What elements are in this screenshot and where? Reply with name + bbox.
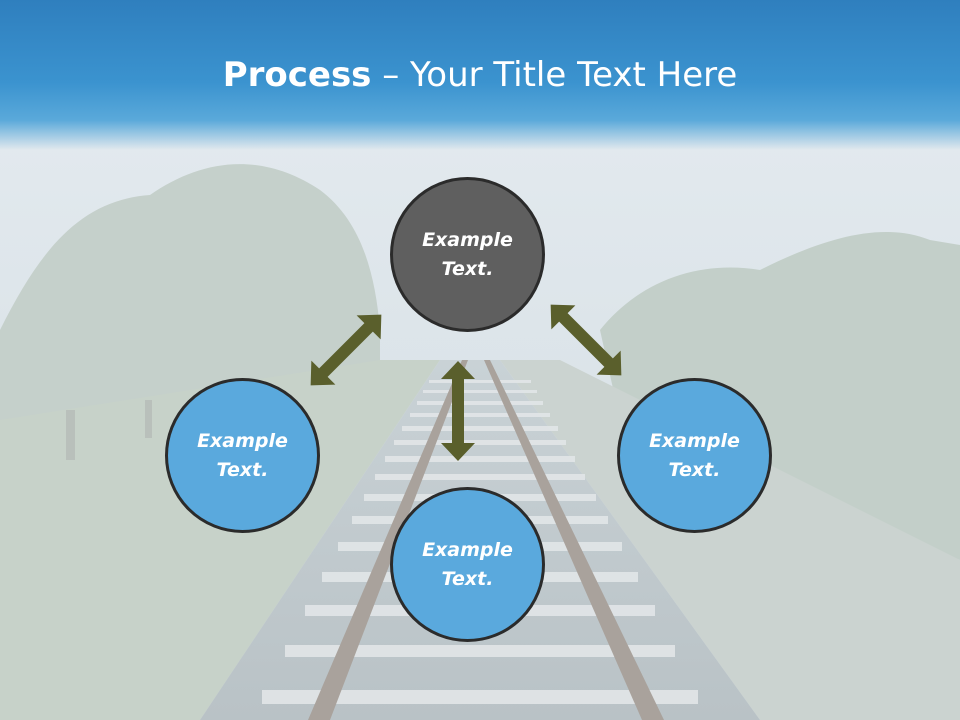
center-node-line2: Text. [441,257,494,280]
slide-title: Process – Your Title Text Here [0,52,960,98]
arrow-center-bottom [441,361,475,461]
bottom-node-line1: Example [422,538,513,561]
left-node-line1: Example [197,429,288,452]
right-node-line1: Example [649,429,740,452]
center-node-line1: Example [422,228,513,251]
arrow-center-right [550,304,622,376]
title-bar: Process – Your Title Text Here [0,0,960,150]
right-node-line2: Text. [668,458,721,481]
arrow-center-left [310,314,382,386]
left-node-line2: Text. [216,458,269,481]
title-regular-part: – Your Title Text Here [371,55,738,95]
title-bold-part: Process [222,55,372,95]
bottom-node-line2: Text. [441,567,494,590]
